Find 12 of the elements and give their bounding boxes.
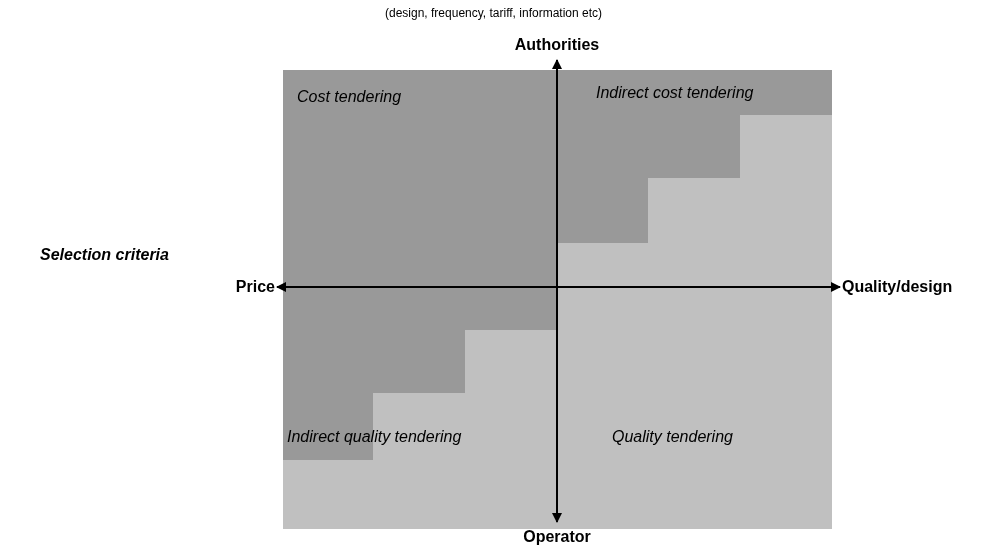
note-text: (design, frequency, tariff, information etc) (385, 6, 602, 20)
quadrant-label: Cost tendering (297, 88, 402, 106)
double-arrow (276, 282, 841, 292)
axis-label: Quality/design (842, 276, 1002, 298)
quadrant-label: Indirect quality tendering (287, 428, 462, 446)
quadrant-label: Indirect cost tendering (596, 84, 754, 102)
quadrant-label: Quality tendering (612, 428, 733, 446)
double-arrow (552, 59, 562, 523)
axis-label: Price (180, 276, 275, 298)
side-heading: Selection criteria (40, 246, 169, 264)
axis-label: Authorities (500, 34, 614, 56)
axis-label: Operator (500, 526, 614, 548)
